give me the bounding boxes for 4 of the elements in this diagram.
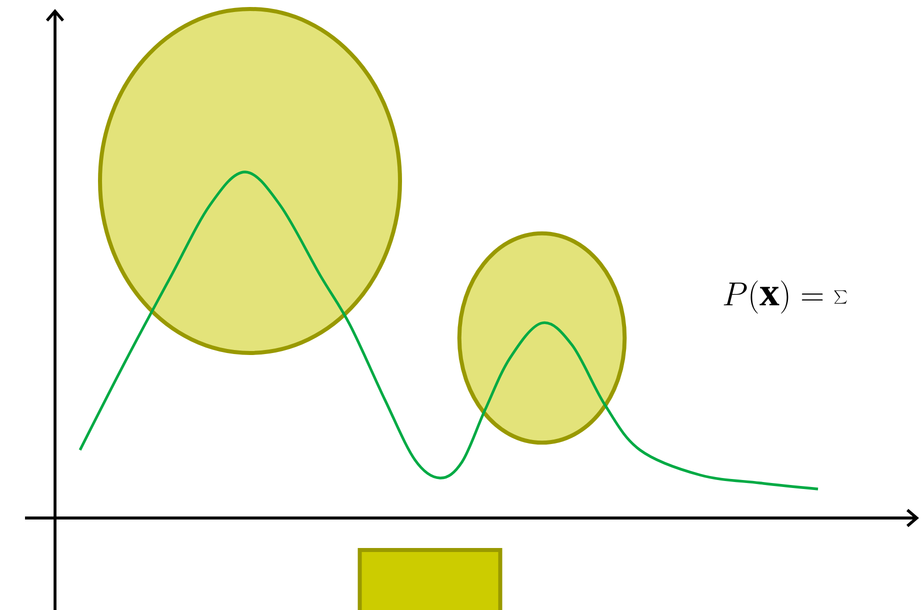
ellipse bbox=[98, 7, 402, 355]
formula: $P(\mathbf{x}) = \sum$ bbox=[724, 280, 847, 314]
ellipse bbox=[457, 231, 627, 445]
triangle bbox=[358, 548, 502, 610]
